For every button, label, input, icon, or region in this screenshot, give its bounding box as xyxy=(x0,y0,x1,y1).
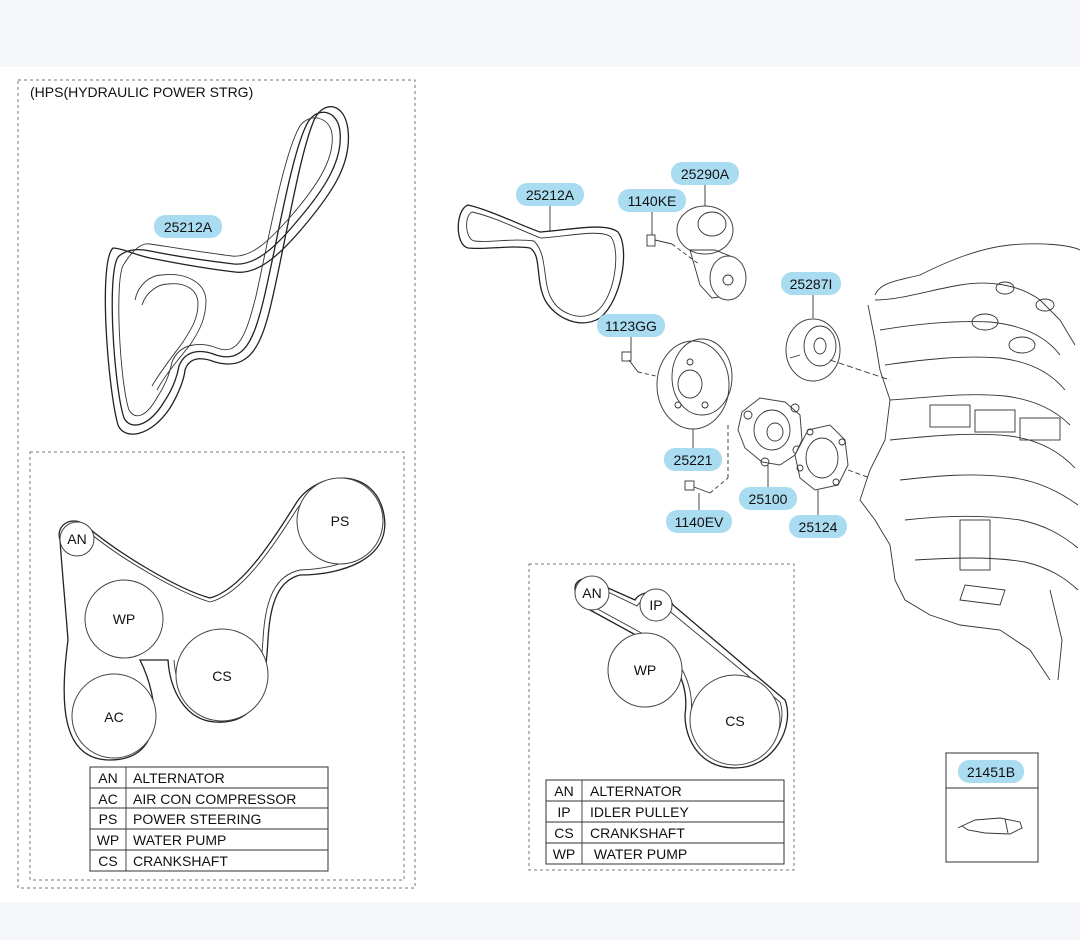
std-pulley-an-label: AN xyxy=(582,585,601,601)
std-pulley-wp xyxy=(607,632,683,708)
callout-water-pump-bg xyxy=(739,487,797,510)
callout-25221[interactable]: 25221 xyxy=(674,452,713,468)
hps-pulley-wp-label: WP xyxy=(113,611,136,627)
std-legend-desc-3: WATER PUMP xyxy=(590,846,687,862)
std-legend-desc-0: ALTERNATOR xyxy=(590,783,682,799)
callout-tensioner-bg xyxy=(671,162,739,185)
callout-gasket[interactable]: 25124 xyxy=(799,519,838,535)
hps-legend-code-1: AC xyxy=(98,791,117,807)
callout-gasket-bg xyxy=(789,515,847,538)
std-legend-code-3: WP xyxy=(553,846,576,862)
hps-pulley-cs xyxy=(175,628,269,722)
hps-legend-desc-1: AIR CON COMPRESSOR xyxy=(133,791,296,807)
hps-legend-code-0: AN xyxy=(98,770,117,786)
callout-1123GG-bg xyxy=(597,314,665,337)
callout-25221-bg xyxy=(664,448,722,471)
callout-belt-right-bg xyxy=(516,183,584,206)
hps-legend-code-2: PS xyxy=(99,811,118,827)
std-pulley-an xyxy=(574,575,610,611)
bolt-1140KE-drawing xyxy=(646,234,701,266)
hps-belt-drawing xyxy=(104,106,350,435)
callout-belt-left-bg xyxy=(154,215,222,238)
hps-legend-desc-4: CRANKSHAFT xyxy=(133,853,228,869)
hps-routing-frame xyxy=(29,451,405,881)
tensioner-drawing xyxy=(676,205,747,301)
std-legend-desc-1: IDLER PULLEY xyxy=(590,804,689,820)
callout-belt-right[interactable]: 25212A xyxy=(526,187,575,203)
std-pulley-cs xyxy=(689,674,781,766)
hps-pulley-an xyxy=(59,521,95,557)
engine-block-drawing xyxy=(859,243,1080,681)
hps-pulley-an-label: AN xyxy=(67,531,86,547)
callout-1140EV[interactable]: 1140EV xyxy=(675,514,724,530)
callout-water-pump[interactable]: 25100 xyxy=(749,491,788,507)
hps-pulley-ac xyxy=(71,673,157,759)
hps-legend-table xyxy=(89,766,329,872)
callout-1140KE[interactable]: 1140KE xyxy=(628,193,677,209)
callout-tensioner[interactable]: 25290A xyxy=(681,166,730,182)
hps-pulley-ac-label: AC xyxy=(104,709,123,725)
std-legend-code-1: IP xyxy=(557,804,570,820)
hps-pulley-ps xyxy=(296,477,384,565)
std-pulley-cs-label: CS xyxy=(725,713,744,729)
hps-legend-desc-0: ALTERNATOR xyxy=(133,770,225,786)
callout-1140KE-bg xyxy=(618,189,686,212)
diagram-sheet xyxy=(0,67,1080,902)
callout-belt-left[interactable]: 25212A xyxy=(164,219,213,235)
pulley-25221-drawing xyxy=(656,338,733,430)
std-routing-frame xyxy=(528,563,795,871)
bolt-1140EV-drawing xyxy=(684,477,729,494)
hps-legend-desc-2: POWER STEERING xyxy=(133,811,261,827)
hps-pulley-wp xyxy=(84,579,164,659)
belt-25212A-drawing xyxy=(457,204,625,324)
hps-pulley-cs-label: CS xyxy=(212,668,231,684)
hps-legend-desc-3: WATER PUMP xyxy=(133,832,226,848)
hps-legend-code-4: CS xyxy=(98,853,117,869)
callout-idler[interactable]: 25287I xyxy=(790,276,833,292)
hps-panel-frame xyxy=(17,79,416,889)
std-pulley-wp-label: WP xyxy=(634,662,657,678)
callout-1140EV-bg xyxy=(666,510,732,533)
std-legend-desc-2: CRANKSHAFT xyxy=(590,825,685,841)
std-legend-table xyxy=(545,779,785,865)
hps-pulley-ps-label: PS xyxy=(331,513,350,529)
hps-title: (HPS(HYDRAULIC POWER STRG) xyxy=(30,84,253,100)
gasket-drawing xyxy=(794,424,871,491)
callout-idler-bg xyxy=(781,272,841,295)
std-pulley-ip-label: IP xyxy=(649,597,662,613)
sealant-tube-icon xyxy=(957,817,1023,835)
idler-pulley-drawing xyxy=(785,318,891,382)
callout-sealant-bg xyxy=(958,760,1024,783)
std-pulley-ip xyxy=(639,588,673,622)
callout-sealant[interactable]: 21451B xyxy=(967,764,1015,780)
std-legend-code-2: CS xyxy=(554,825,573,841)
callout-1123GG[interactable]: 1123GG xyxy=(605,318,657,334)
std-legend-code-0: AN xyxy=(554,783,573,799)
hps-legend-code-3: WP xyxy=(97,832,120,848)
